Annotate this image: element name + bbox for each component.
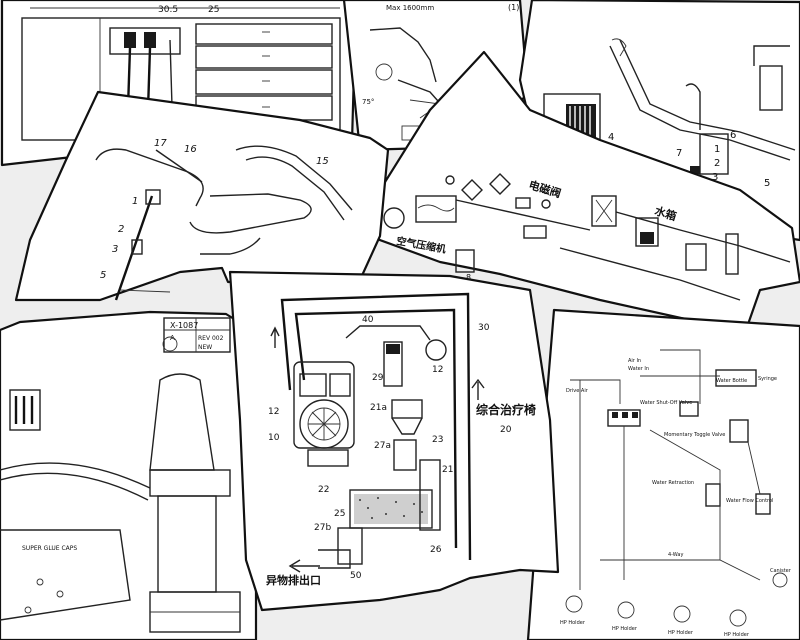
node-retraction: Water Retraction [652, 480, 694, 486]
callout-chair-5: 5 [100, 270, 106, 281]
node-water-bottle: Water Bottle [716, 378, 747, 384]
label-40: 40 [362, 315, 374, 325]
callout-chair-2: 2 [118, 224, 124, 235]
callout-unit-1: 1 [714, 144, 720, 155]
label-23: 23 [432, 435, 443, 445]
node-drive-air: Drive Air [566, 388, 589, 394]
node-air-in: Air In [628, 358, 641, 364]
title-block-status: NEW [198, 344, 212, 351]
sheet-suction-system: 40 30 12 29 12 10 21a 23 27a 20 21 22 25… [228, 270, 560, 612]
label-25: 25 [334, 509, 345, 519]
sheet-air-water-circuit: Air In Water Bottle Water In Drive Air S… [526, 308, 800, 640]
label-22: 22 [318, 485, 329, 495]
callout-unit-7: 7 [676, 148, 682, 159]
callout-unit-3: 3 [712, 172, 718, 183]
label-waste-outlet: 异物排出口 [266, 573, 321, 587]
label-dental-chair: 综合治疗椅 [476, 402, 536, 417]
node-canister: Canister [770, 568, 792, 574]
label-50: 50 [350, 571, 362, 581]
callout-unit-4: 4 [608, 132, 614, 143]
node-toggle-valve: Momentary Toggle Valve [664, 432, 725, 438]
note-max-height: Max 1600mm [386, 4, 434, 12]
note-circle-1: (1) [508, 3, 519, 12]
callout-chair-15: 15 [316, 156, 329, 167]
tag-8: 8 [466, 273, 471, 282]
hp-holder-2: HP Holder [612, 626, 638, 632]
label-29: 29 [372, 373, 384, 383]
label-12b: 12 [268, 407, 279, 417]
label-glue-caps: SUPER GLUE CAPS [22, 545, 77, 552]
dim-label-1: 30.5 [158, 5, 178, 15]
title-block-sheet: A [170, 334, 175, 342]
label-water-tank: 水箱 [653, 203, 678, 223]
hp-holder-1: HP Holder [560, 620, 586, 626]
title-block-number: X-1087 [170, 321, 198, 330]
sheet-pneumatic-schematic: 8 电磁阀 水箱 空气压缩机 [356, 50, 800, 332]
label-21a: 21a [370, 403, 387, 413]
callout-chair-3: 3 [112, 244, 118, 255]
callout-chair-16: 16 [184, 144, 197, 155]
callout-unit-2: 2 [714, 158, 720, 169]
callout-unit-5: 5 [764, 178, 770, 189]
title-block-rev: REV 002 [198, 335, 224, 342]
label-12a: 12 [432, 365, 443, 375]
node-shutoff-valve: Water Shut-Off Valve [640, 400, 692, 406]
hp-holder-3: HP Holder [668, 630, 694, 636]
node-flow-control: Water Flow Control [726, 498, 773, 504]
callout-chair-1: 1 [132, 196, 138, 207]
node-4-way: 4-Way [668, 552, 683, 558]
callout-unit-6: 6 [730, 130, 736, 141]
label-20: 20 [500, 425, 512, 435]
label-10: 10 [268, 433, 280, 443]
hp-holder-4: HP Holder [724, 632, 750, 638]
label-27b: 27b [314, 523, 331, 533]
sheet-chair-drawing: 17 16 15 1 2 3 5 [14, 90, 390, 302]
label-21: 21 [442, 465, 453, 475]
label-26: 26 [430, 545, 442, 555]
label-30: 30 [478, 323, 490, 333]
node-water-in: Water In [628, 366, 649, 372]
dim-label-2: 25 [208, 5, 219, 15]
sheet-chair-frame-drawing: X-1087 REV 002 A NEW SUPER GLUE CAPS [0, 310, 258, 640]
node-syringe: Syringe [758, 376, 777, 382]
angle-label: 75° [362, 98, 374, 106]
callout-chair-17: 17 [154, 138, 167, 149]
label-27a: 27a [374, 441, 391, 451]
